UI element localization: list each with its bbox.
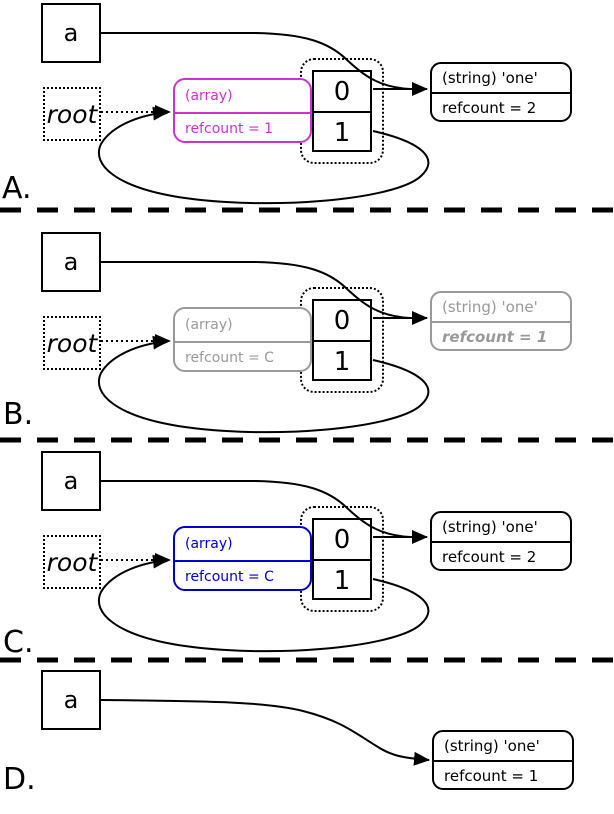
panel-b-letter: B. (3, 397, 34, 432)
var-a-label: a (63, 248, 79, 276)
string-refcount-label: refcount = 2 (442, 547, 537, 566)
string-node: (string) 'one' refcount = 2 (430, 511, 572, 571)
array-refcount-label: refcount = C (185, 568, 274, 585)
root-box: root (43, 535, 101, 589)
var-a-label: a (63, 467, 79, 495)
var-a-label: a (63, 686, 79, 714)
array-type-label: (array) (175, 528, 310, 562)
cell-1: 1 (333, 346, 351, 377)
array-refcount-label: refcount = 1 (185, 120, 274, 137)
array-node: (array) refcount = C (173, 307, 312, 372)
var-a-box: a (41, 451, 101, 511)
string-refcount-label: refcount = 2 (442, 98, 537, 117)
array-cells-box: 0 1 (312, 299, 372, 381)
panel-d-wires (100, 699, 430, 766)
string-type-label: (string) 'one' (432, 64, 570, 94)
cell-1: 1 (333, 117, 351, 148)
root-box: root (43, 87, 101, 141)
string-node: (string) 'one' refcount = 1 (432, 730, 574, 790)
string-node: (string) 'one' refcount = 1 (430, 291, 572, 351)
array-cells-box: 0 1 (312, 70, 372, 152)
string-type-label: (string) 'one' (432, 513, 570, 543)
array-cells-box: 0 1 (312, 518, 372, 600)
string-refcount-label: refcount = 1 (444, 766, 539, 785)
root-label: root (46, 328, 98, 358)
string-node: (string) 'one' refcount = 2 (430, 62, 572, 122)
root-label: root (46, 99, 98, 129)
cell-0: 0 (314, 301, 370, 342)
array-node: (array) refcount = 1 (173, 78, 312, 143)
cell-0: 0 (314, 520, 370, 561)
array-refcount-label: refcount = C (185, 349, 274, 366)
var-a-box: a (41, 232, 101, 292)
array-type-label: (array) (175, 80, 310, 114)
var-a-box: a (41, 3, 101, 63)
root-label: root (46, 547, 98, 577)
string-type-label: (string) 'one' (432, 293, 570, 323)
panel-d-letter: D. (3, 762, 36, 797)
array-type-label: (array) (175, 309, 310, 343)
cell-0: 0 (314, 72, 370, 113)
string-type-label: (string) 'one' (434, 732, 572, 762)
root-box: root (43, 316, 101, 370)
panel-c-letter: C. (3, 625, 34, 660)
string-refcount-label: refcount = 1 (442, 327, 548, 346)
cell-1: 1 (333, 565, 351, 596)
panel-a-letter: A. (2, 171, 32, 206)
array-node: (array) refcount = C (173, 526, 312, 591)
var-a-label: a (63, 19, 79, 47)
a-to-string-arrow (100, 699, 430, 766)
var-a-box: a (41, 670, 101, 730)
